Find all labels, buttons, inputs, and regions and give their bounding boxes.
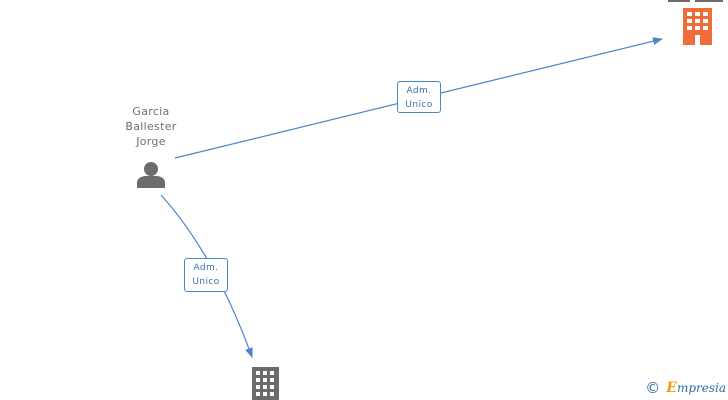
relation-label-line-2: Unico [405, 100, 433, 110]
person-name-line-1: Garcia [132, 105, 170, 118]
building-icon-company-bottom[interactable] [252, 367, 279, 400]
relation-label-company-top-right: Adm. Unico [397, 81, 441, 113]
person-name-line-2: Ballester [125, 120, 177, 133]
building-icon-company-top-right[interactable] [668, 0, 723, 45]
person-name-line-3: Jorge [136, 135, 166, 148]
brand-initial: E [666, 380, 677, 396]
copyright-icon: © [645, 379, 661, 397]
brand-name: mpresia [676, 381, 726, 395]
relation-label-line-1: Adm. [406, 86, 432, 96]
person-icon[interactable] [137, 162, 165, 188]
empresia-watermark[interactable]: © E mpresia [645, 379, 726, 397]
person-name-label[interactable]: Garcia Ballester Jorge [100, 104, 202, 149]
relation-label-company-bottom: Adm. Unico [184, 258, 228, 292]
relation-label-line-2: Unico [192, 277, 220, 287]
relation-label-line-1: Adm. [193, 263, 219, 273]
